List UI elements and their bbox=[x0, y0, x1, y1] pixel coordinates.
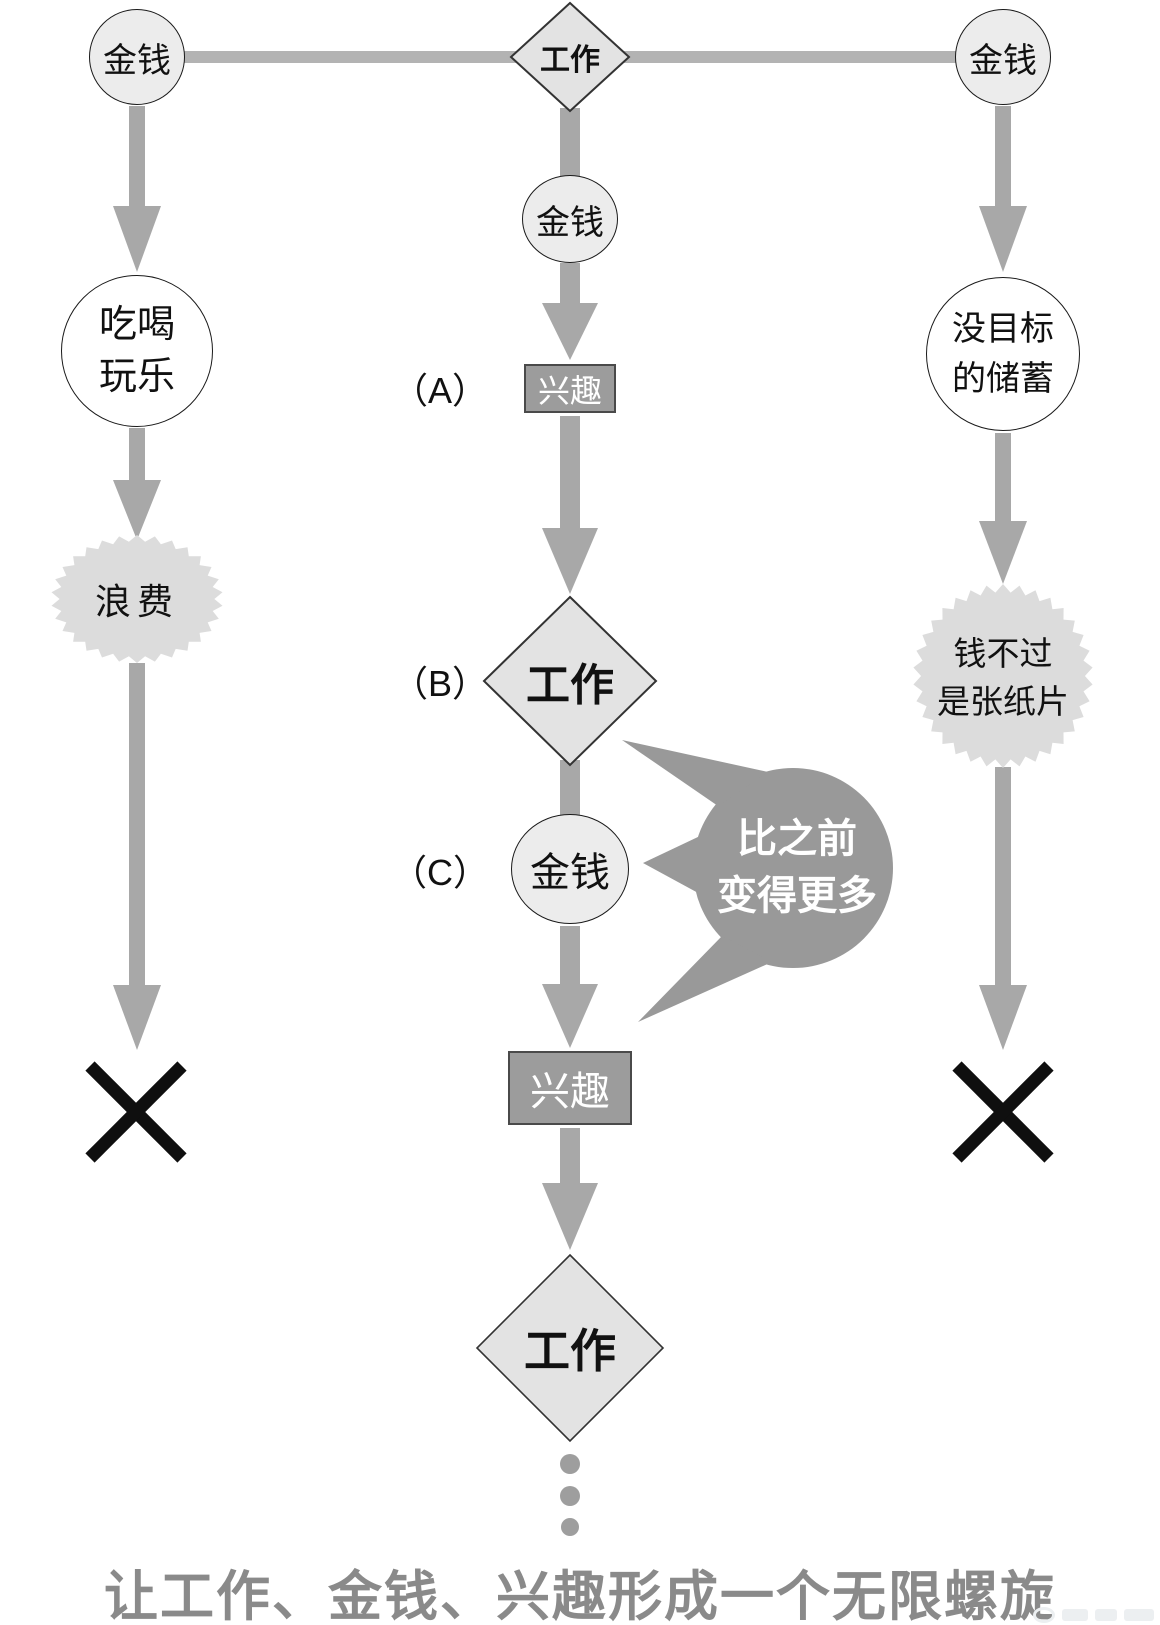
arrow-saving-to-paper bbox=[979, 433, 1027, 584]
arrow-money-to-interest-a bbox=[542, 263, 598, 360]
continuation-dots bbox=[560, 1454, 580, 1536]
waste-starburst bbox=[51, 535, 223, 663]
money-c-label: 金钱 bbox=[530, 851, 610, 895]
label-c: （C） bbox=[391, 852, 489, 893]
connector-workb-to-moneyc bbox=[560, 760, 580, 818]
eat-drink-play-circle: 吃喝 玩乐 bbox=[61, 275, 213, 427]
work-b-diamond-label: 工作 bbox=[526, 661, 614, 710]
paper-starburst-label: 钱不过 是张纸片 bbox=[937, 635, 1069, 720]
work-loop-diamond-label: 工作 bbox=[524, 1325, 616, 1377]
label-a: （A） bbox=[391, 370, 488, 411]
interest-a-box: 兴趣 bbox=[524, 364, 616, 413]
money-top-right-label: 金钱 bbox=[969, 41, 1037, 80]
interest-loop-box: 兴趣 bbox=[508, 1051, 632, 1125]
money-c-circle: 金钱 bbox=[511, 814, 629, 924]
money-top-left-label: 金钱 bbox=[103, 41, 171, 80]
speech-bubble-label: 比之前 变得更多 bbox=[717, 817, 877, 918]
watermark bbox=[1033, 1607, 1154, 1623]
arrow-interest-a-to-work-b bbox=[542, 416, 598, 594]
cross-left-icon bbox=[85, 1061, 187, 1163]
paper-starburst bbox=[913, 584, 1093, 768]
arrow-paper-to-cross bbox=[979, 767, 1027, 1050]
arrow-money-c-to-interest-loop bbox=[542, 926, 598, 1048]
work-top-diamond-label: 工作 bbox=[540, 44, 600, 77]
cross-right-icon bbox=[952, 1061, 1054, 1163]
money-top-left-circle: 金钱 bbox=[89, 9, 185, 105]
work-b-diamond bbox=[482, 595, 658, 767]
arrow-interest-loop-to-work-loop bbox=[542, 1128, 598, 1250]
arrow-money-to-eatdrink bbox=[113, 106, 161, 272]
work-top-diamond bbox=[509, 1, 631, 113]
speech-bubble-shape bbox=[622, 740, 893, 1022]
arrow-eatdrink-to-waste bbox=[113, 428, 161, 540]
arrow-waste-to-cross bbox=[113, 663, 161, 1050]
waste-starburst-label: 浪费 bbox=[94, 581, 179, 622]
money-top-right-circle: 金钱 bbox=[955, 9, 1051, 105]
work-loop-diamond bbox=[475, 1253, 665, 1443]
caption-title: 让工作、金钱、兴趣形成一个无限螺旋 bbox=[104, 1567, 1056, 1625]
money-mid-circle: 金钱 bbox=[522, 175, 618, 263]
connector-work-to-money bbox=[560, 108, 580, 178]
money-mid-label: 金钱 bbox=[536, 203, 604, 242]
aimless-saving-circle: 没目标 的储蓄 bbox=[926, 277, 1080, 431]
arrow-money-to-saving bbox=[979, 106, 1027, 272]
label-b: （B） bbox=[391, 663, 488, 704]
